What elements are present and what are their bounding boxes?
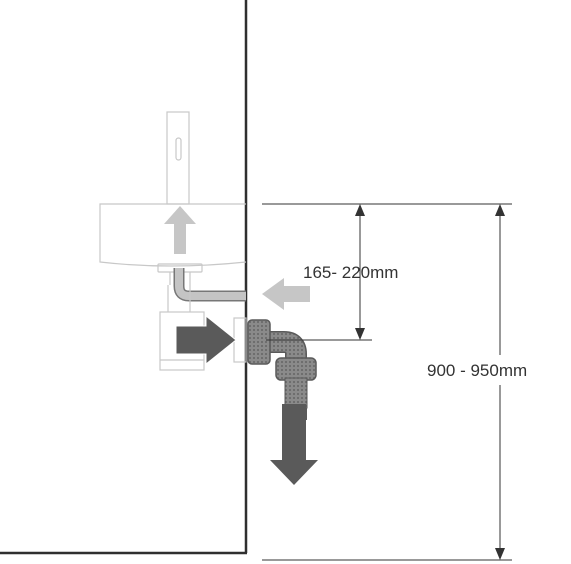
dimension-upper bbox=[262, 203, 372, 341]
dimension-label-total-height: 900 - 950mm bbox=[427, 361, 527, 380]
arrow-left-icon bbox=[262, 278, 310, 310]
arrow-down-icon bbox=[270, 404, 318, 485]
dimension-label-background bbox=[422, 355, 571, 385]
supply-pipe bbox=[173, 268, 246, 302]
wall-structure bbox=[0, 0, 248, 555]
arrow-up-icon bbox=[164, 206, 196, 254]
drain-pipe bbox=[247, 319, 317, 420]
faucet-icon bbox=[166, 111, 190, 205]
dimension-label-drain-height: 165- 220mm bbox=[303, 263, 398, 282]
arrow-right-icon bbox=[175, 314, 237, 366]
